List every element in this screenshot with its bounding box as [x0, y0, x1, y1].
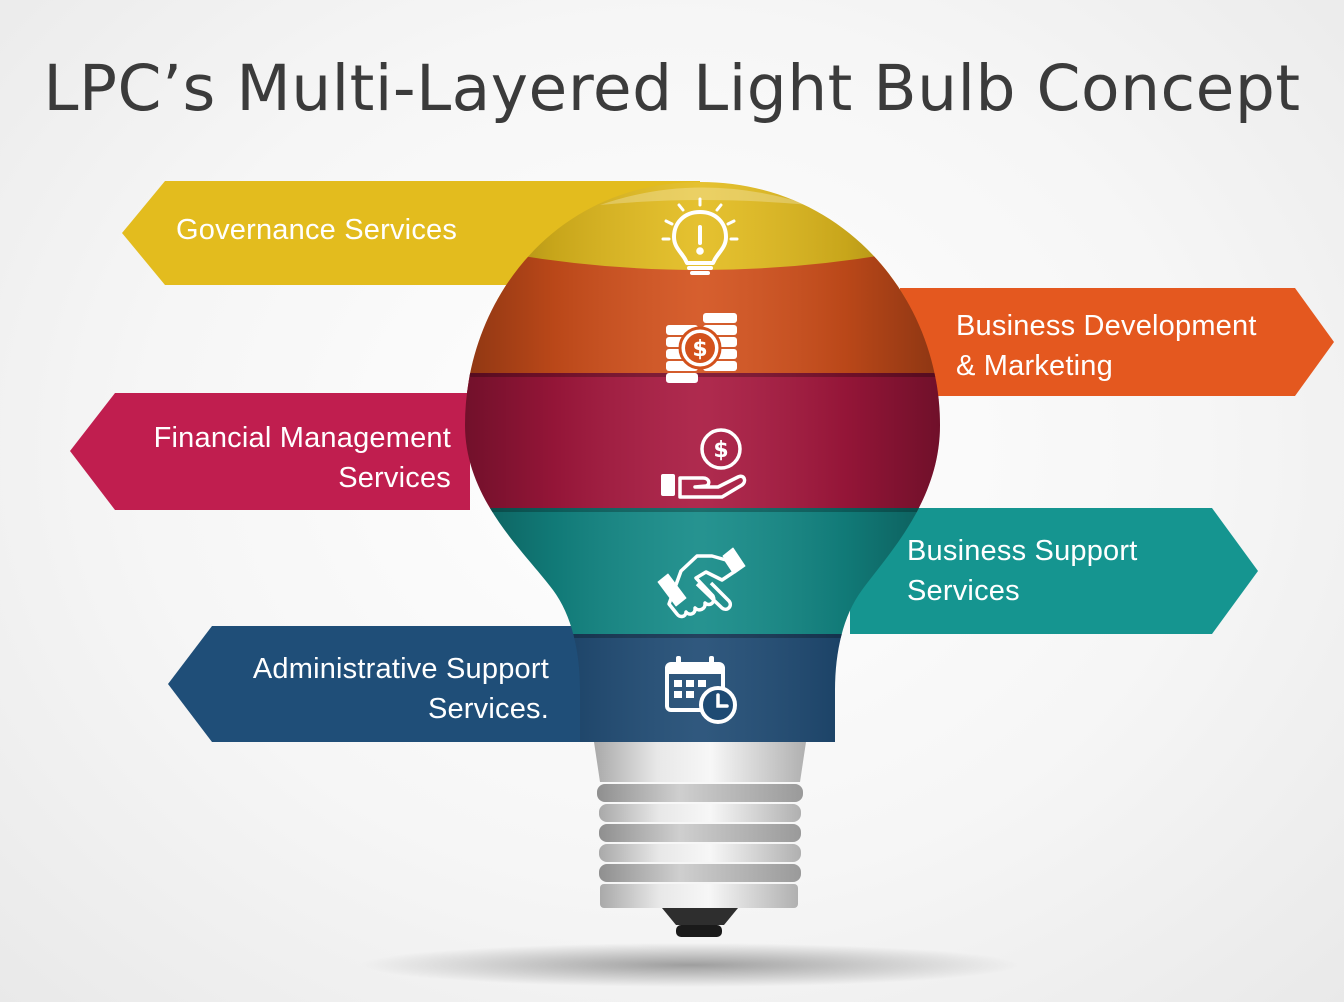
label-business-development-line-1: Business Development [956, 310, 1257, 342]
arrow-financial [70, 393, 470, 510]
arrow-administrative [168, 626, 590, 742]
svg-text:$: $ [692, 337, 707, 362]
label-financial-line-1: Financial Management [153, 422, 451, 454]
label-business-development-line-2: & Marketing [956, 350, 1113, 382]
label-business-support: Business Support Services [907, 531, 1138, 611]
arrow-business-development [900, 288, 1334, 396]
label-governance: Governance Services [176, 210, 457, 250]
label-financial: Financial Management Services [154, 418, 451, 498]
label-administrative-line-1: Administrative Support [252, 653, 549, 685]
bulb-shadow [360, 943, 1020, 987]
label-administrative: Administrative Support Services. [253, 649, 549, 729]
bulb-base [594, 742, 806, 937]
label-financial-line-2: Services [338, 462, 451, 494]
svg-text:$: $ [713, 438, 728, 463]
hand-dollar-icon: $ [661, 428, 747, 499]
arrow-business-support [850, 508, 1258, 634]
label-business-support-line-2: Services [907, 575, 1020, 607]
handshake-icon [657, 547, 746, 619]
page-title: LPC’s Multi-Layered Light Bulb Concept [43, 52, 1301, 125]
label-governance-line-1: Governance Services [176, 214, 458, 246]
lightbulb-idea-icon [661, 197, 739, 275]
label-business-development: Business Development & Marketing [956, 306, 1257, 386]
label-administrative-line-2: Services. [427, 693, 549, 725]
coins-dollar-icon: $ [666, 313, 737, 383]
label-business-support-line-1: Business Support [907, 535, 1138, 567]
calendar-clock-icon [665, 656, 737, 724]
